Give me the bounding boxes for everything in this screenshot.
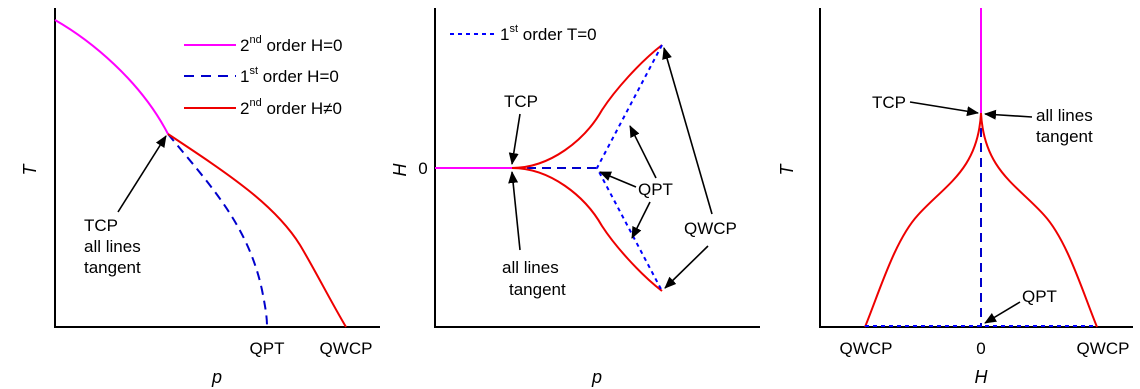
middle-annotation-tangent: tangent — [509, 280, 566, 299]
middle-qpt-arrow-upper — [629, 125, 657, 179]
middle-curve-first-order-t0 — [595, 44, 663, 292]
right-qpt-arrow — [984, 301, 1021, 324]
middle-qwcp-arrow-lower — [664, 245, 709, 289]
middle-annotation-qwcp: QWCP — [684, 219, 737, 238]
right-ylabel: T — [777, 163, 797, 176]
left-curve-second-order-h0 — [54, 19, 169, 135]
right-annotation-qpt: QPT — [1022, 287, 1057, 306]
right-axes — [819, 8, 1133, 328]
right-tangent-arrow — [984, 109, 1033, 120]
right-tcp-arrow — [909, 101, 979, 117]
middle-curve-second-order-lower — [511, 167, 663, 292]
legend-label-second-order-h0: 2nd order H=0 — [240, 34, 343, 55]
left-annotation-tcp: TCP — [84, 216, 118, 235]
right-curve-second-order-right — [980, 112, 1098, 328]
middle-annotation-tcp: TCP — [504, 92, 538, 111]
legend-label-first-order-h0: 1st order H=0 — [240, 65, 339, 86]
legend-label-second-order-hneq0: 2nd order H≠0 — [240, 97, 342, 118]
right-annotation-all-lines: all lines — [1036, 106, 1093, 125]
left-curve-second-order-hneq0 — [167, 133, 347, 328]
panel-left: 2nd order H=0 1st order H=0 2nd order H≠… — [20, 8, 380, 387]
right-annotation-tangent: tangent — [1036, 127, 1093, 146]
middle-ylabel: H — [390, 163, 410, 177]
left-curve-first-order-h0 — [167, 133, 268, 328]
left-tcp-arrow — [117, 135, 167, 213]
legend-label-first-order-t0: 1st order T=0 — [500, 23, 597, 44]
middle-qwcp-arrow-upper — [662, 47, 713, 215]
left-xlabel: p — [211, 367, 222, 387]
middle-annotation-all-lines: all lines — [502, 258, 559, 277]
middle-legend: 1st order T=0 — [450, 23, 597, 44]
left-annotation-tangent: tangent — [84, 258, 141, 277]
right-curve-second-order-left — [864, 112, 982, 328]
middle-tangent-arrow — [508, 171, 521, 251]
left-legend: 2nd order H=0 1st order H=0 2nd order H≠… — [184, 34, 343, 118]
middle-tick-zero: 0 — [418, 159, 427, 178]
right-tick-qwcp-left: QWCP — [840, 339, 893, 358]
right-xlabel: H — [975, 367, 989, 387]
panel-right: TCP all lines tangent QPT QWCP 0 QWCP H … — [777, 8, 1133, 387]
middle-qpt-arrow-left — [599, 171, 637, 188]
middle-annotation-qpt: QPT — [638, 180, 673, 199]
left-annotation-all-lines: all lines — [84, 237, 141, 256]
left-axes — [54, 8, 380, 328]
panel-middle: 1st order T=0 TCP all lines tangent QPT … — [390, 8, 760, 387]
right-annotation-tcp: TCP — [872, 93, 906, 112]
middle-curve-second-order-upper — [511, 44, 663, 169]
left-tick-qpt: QPT — [250, 339, 285, 358]
right-tick-qwcp-right: QWCP — [1077, 339, 1130, 358]
middle-axes — [434, 8, 760, 328]
middle-tcp-arrow — [508, 113, 521, 165]
middle-xlabel: p — [591, 367, 602, 387]
left-tick-qwcp: QWCP — [320, 339, 373, 358]
middle-qpt-arrow-lower — [631, 201, 651, 239]
right-tick-zero: 0 — [976, 339, 985, 358]
left-ylabel: T — [20, 163, 40, 176]
